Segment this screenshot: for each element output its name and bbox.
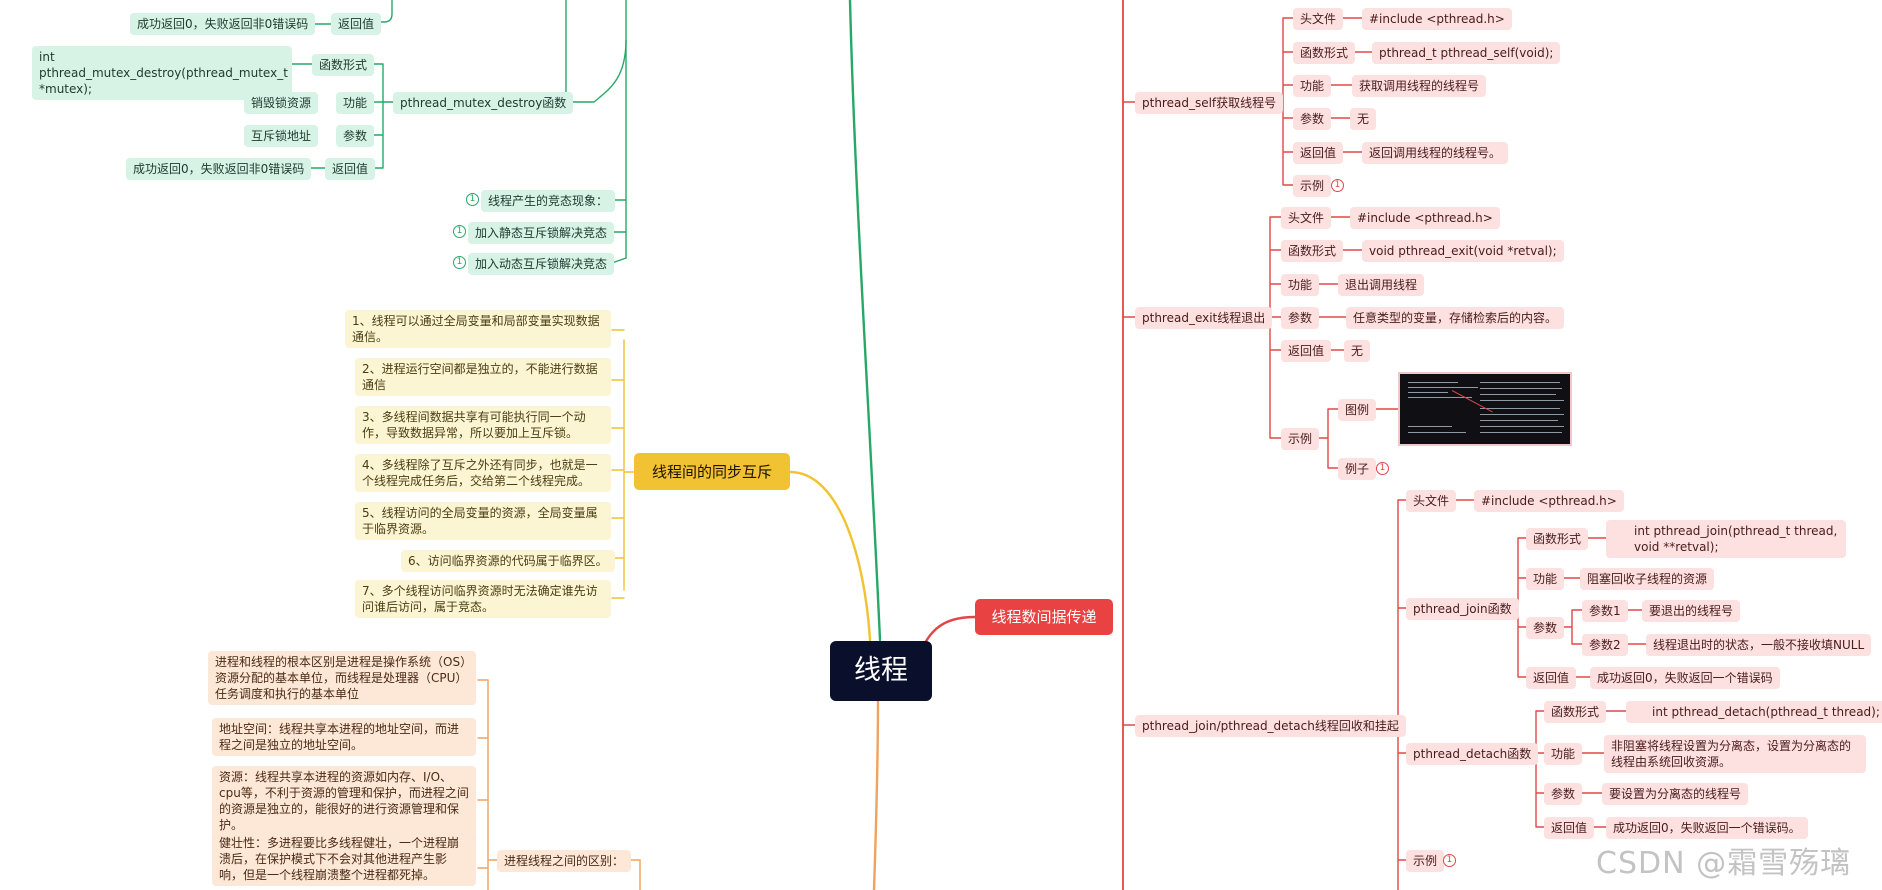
diff-item-3[interactable]: 资源：线程共享本进程的资源如内存、I/O、cpu等，不利于资源的管理和保护，而进…	[212, 766, 476, 836]
detach-form-label[interactable]: 函数形式	[1544, 701, 1607, 723]
join-p2-label[interactable]: 参数2	[1582, 634, 1628, 656]
race-2-count-badge[interactable]: 1	[453, 256, 466, 269]
mutex-form-label[interactable]: 函数形式	[312, 54, 375, 76]
join-p1-label[interactable]: 参数1	[1582, 600, 1628, 622]
join-func-value[interactable]: 阻塞回收子线程的资源	[1580, 568, 1715, 590]
exit-ret-value[interactable]: 无	[1344, 340, 1371, 362]
exit-sample-label[interactable]: 例子	[1338, 458, 1377, 480]
exit-param-value[interactable]: 任意类型的变量，存储检索后的内容。	[1346, 307, 1565, 329]
terminal-screenshot-thumbnail[interactable]	[1398, 372, 1572, 446]
join-form-label[interactable]: 函数形式	[1526, 528, 1589, 550]
detach-ret-value[interactable]: 成功返回0，失败返回一个错误码。	[1606, 817, 1808, 839]
exit-func-label[interactable]: 功能	[1281, 274, 1320, 296]
exit-header-label[interactable]: 头文件	[1281, 207, 1332, 229]
detach-form-value[interactable]: int pthread_detach(pthread_t thread);	[1626, 701, 1882, 723]
self-example-count-badge[interactable]: 1	[1331, 179, 1344, 192]
sync-note-3[interactable]: 3、多线程间数据共享有可能执行同一个动作，导致数据异常，所以要加上互斥锁。	[355, 406, 611, 444]
join-p2-value[interactable]: 线程退出时的状态，一般不接收填NULL	[1646, 634, 1872, 656]
watermark: CSDN @霜雪殇璃	[1596, 846, 1852, 881]
detach-param-label[interactable]: 参数	[1544, 783, 1583, 805]
detach-func-label[interactable]: 功能	[1544, 743, 1583, 765]
diff-item-1[interactable]: 进程和线程的根本区别是进程是操作系统（OS）资源分配的基本单位，而线程是处理器（…	[208, 651, 476, 705]
join-ret-value[interactable]: 成功返回0，失败返回一个错误码	[1590, 667, 1780, 689]
self-ret-label[interactable]: 返回值	[1293, 142, 1344, 164]
race-0-count-badge[interactable]: 1	[466, 193, 479, 206]
mutex-destroy-node[interactable]: pthread_mutex_destroy函数	[393, 92, 574, 114]
self-node[interactable]: pthread_self获取线程号	[1135, 92, 1284, 114]
exit-form-label[interactable]: 函数形式	[1281, 240, 1344, 262]
self-header-label[interactable]: 头文件	[1293, 8, 1344, 30]
sync-note-7[interactable]: 7、多个线程访问临界资源时无法确定谁先访问谁后访问，属于竞态。	[355, 580, 611, 618]
exit-param-label[interactable]: 参数	[1281, 307, 1320, 329]
self-ret-value[interactable]: 返回调用线程的线程号。	[1362, 142, 1509, 164]
join-example-label[interactable]: 示例	[1406, 850, 1445, 872]
join-header-label[interactable]: 头文件	[1406, 490, 1457, 512]
diff-item-4[interactable]: 健壮性：多进程要比多线程健壮，一个进程崩溃后，在保护模式下不会对其他进程产生影响…	[212, 832, 476, 886]
mutex-ret-top-label[interactable]: 返回值	[331, 13, 382, 35]
race-1-node[interactable]: 加入静态互斥锁解决竞态	[468, 222, 615, 244]
sync-note-4[interactable]: 4、多线程除了互斥之外还有同步，也就是一个线程完成任务后，交给第二个线程完成。	[355, 454, 611, 492]
join-header-value[interactable]: #include <pthread.h>	[1474, 490, 1624, 512]
link-root-red	[923, 615, 977, 645]
detach-func-value[interactable]: 非阻塞将线程设置为分离态，设置为分离态的线程由系统回收资源。	[1604, 735, 1866, 773]
join-param-label[interactable]: 参数	[1526, 617, 1565, 639]
exit-ret-label[interactable]: 返回值	[1281, 340, 1332, 362]
self-func-value[interactable]: 获取调用线程的线程号	[1352, 75, 1487, 97]
self-form-label[interactable]: 函数形式	[1293, 42, 1356, 64]
join-example-count-badge[interactable]: 1	[1443, 854, 1456, 867]
race-2-node[interactable]: 加入动态互斥锁解决竞态	[468, 253, 615, 275]
join-p1-value[interactable]: 要退出的线程号	[1642, 600, 1741, 622]
self-param-label[interactable]: 参数	[1293, 108, 1332, 130]
mutex-ret-label[interactable]: 返回值	[325, 158, 376, 180]
exit-example-label[interactable]: 示例	[1281, 428, 1320, 450]
exit-func-value[interactable]: 退出调用线程	[1338, 274, 1425, 296]
join-form-value[interactable]: int pthread_join(pthread_t thread, void …	[1606, 520, 1846, 558]
join-fn-node[interactable]: pthread_join函数	[1406, 598, 1519, 620]
mutex-param-value[interactable]: 互斥锁地址	[244, 125, 319, 147]
sync-note-1[interactable]: 1、线程可以通过全局变量和局部变量实现数据通信。	[345, 310, 611, 348]
self-form-value[interactable]: pthread_t pthread_self(void);	[1372, 42, 1561, 64]
mutex-func-value[interactable]: 销毁锁资源	[244, 92, 319, 114]
sync-note-6[interactable]: 6、访问临界资源的代码属于临界区。	[401, 550, 615, 572]
race-1-count-badge[interactable]: 1	[453, 225, 466, 238]
branch-data-node[interactable]: 线程数间据传递	[975, 599, 1113, 635]
link-root-yellow	[788, 470, 872, 642]
join-node[interactable]: pthread_join/pthread_detach线程回收和挂起	[1135, 715, 1406, 737]
detach-fn-node[interactable]: pthread_detach函数	[1406, 743, 1539, 765]
link-root-orange	[872, 696, 880, 890]
race-0-node[interactable]: 线程产生的竞态现象：	[481, 190, 616, 212]
mutex-param-label[interactable]: 参数	[336, 125, 375, 147]
mutex-ret-top-value[interactable]: 成功返回0，失败返回非0错误码	[130, 13, 316, 35]
self-header-value[interactable]: #include <pthread.h>	[1362, 8, 1512, 30]
mutex-form-value[interactable]: int pthread_mutex_destroy(pthread_mutex_…	[32, 46, 292, 100]
self-func-label[interactable]: 功能	[1293, 75, 1332, 97]
exit-node[interactable]: pthread_exit线程退出	[1135, 307, 1273, 329]
mutex-func-label[interactable]: 功能	[336, 92, 375, 114]
branch-sync-node[interactable]: 线程间的同步互斥	[634, 453, 790, 490]
exit-image-label[interactable]: 图例	[1338, 399, 1377, 421]
link-root-green	[848, 0, 882, 642]
sync-note-2[interactable]: 2、进程运行空间都是独立的，不能进行数据通信	[355, 358, 611, 396]
self-param-value[interactable]: 无	[1350, 108, 1377, 130]
diff-item-2[interactable]: 地址空间：线程共享本进程的地址空间，而进程之间是独立的地址空间。	[212, 718, 476, 756]
sync-note-5[interactable]: 5、线程访问的全局变量的资源，全局变量属于临界资源。	[355, 502, 611, 540]
join-ret-label[interactable]: 返回值	[1526, 667, 1577, 689]
join-func-label[interactable]: 功能	[1526, 568, 1565, 590]
exit-form-value[interactable]: void pthread_exit(void *retval);	[1362, 240, 1564, 262]
detach-param-value[interactable]: 要设置为分离态的线程号	[1602, 783, 1749, 805]
mutex-ret-value[interactable]: 成功返回0，失败返回非0错误码	[126, 158, 312, 180]
self-example-label[interactable]: 示例	[1293, 175, 1332, 197]
diff-label-node[interactable]: 进程线程之间的区别：	[497, 850, 632, 872]
detach-ret-label[interactable]: 返回值	[1544, 817, 1595, 839]
exit-sample-count-badge[interactable]: 1	[1376, 462, 1389, 475]
exit-header-value[interactable]: #include <pthread.h>	[1350, 207, 1500, 229]
root-node[interactable]: 线程	[830, 641, 932, 701]
